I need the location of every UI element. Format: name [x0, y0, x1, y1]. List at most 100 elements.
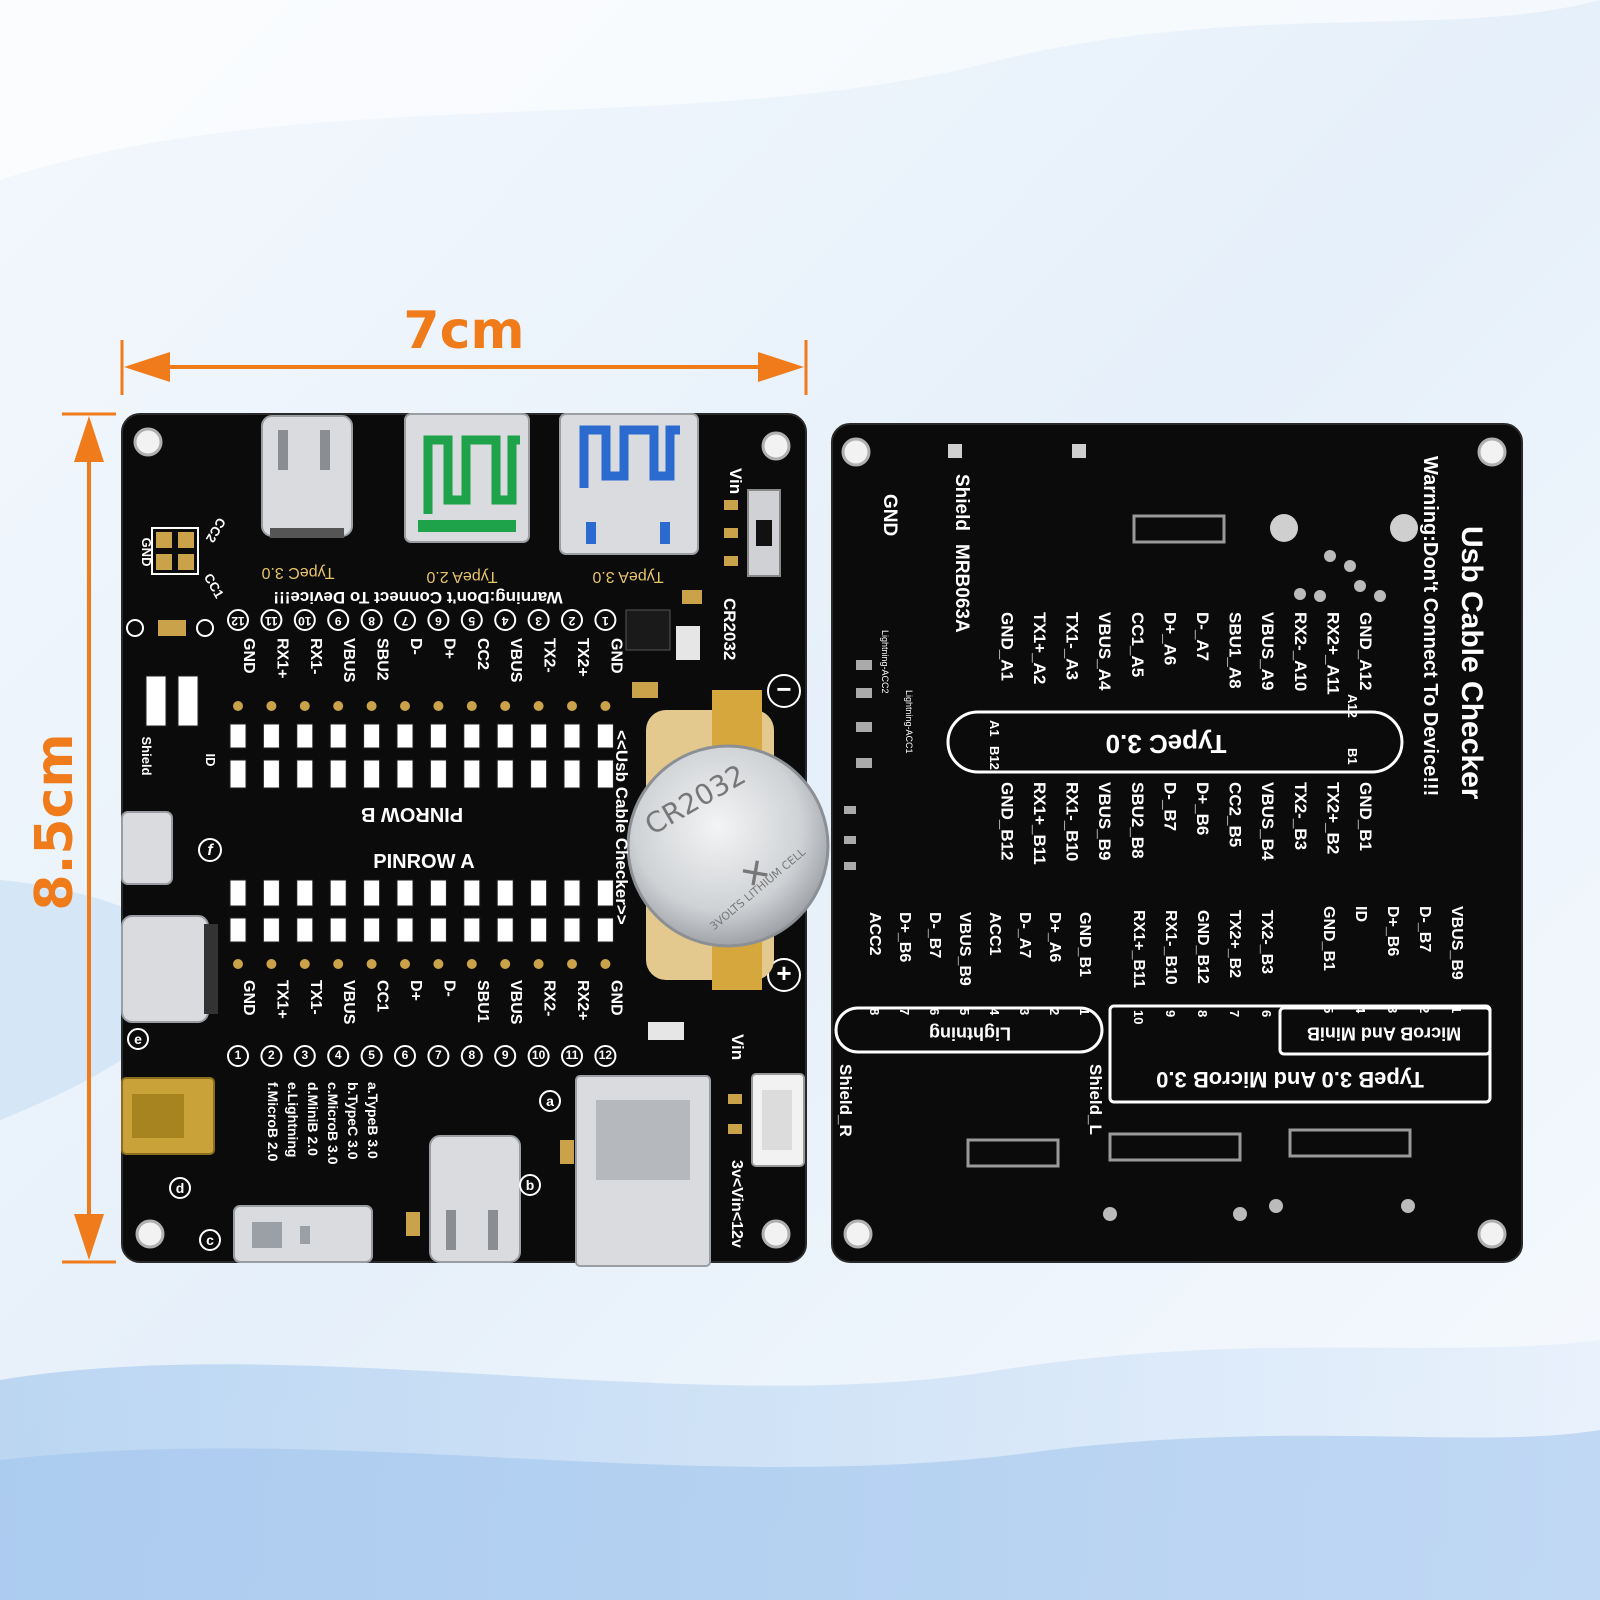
pin-number-ring	[427, 1045, 450, 1067]
pinrow-b-pin-label: VBUS	[340, 638, 357, 683]
pin-test-pad[interactable]	[500, 701, 511, 711]
pinrow-a-number: 1	[235, 1048, 242, 1062]
pin-led	[496, 917, 514, 943]
typeb-pin-label: RX1-_B10	[1162, 910, 1179, 985]
pin-number-ring	[293, 1045, 316, 1067]
pin-number-ring	[227, 609, 249, 631]
pin-test-pad[interactable]	[567, 959, 577, 969]
pin-number-ring	[460, 1045, 483, 1067]
pin-number-ring	[427, 609, 450, 631]
pin-led	[396, 917, 414, 943]
pin-test-pad[interactable]	[366, 701, 377, 711]
pinrow-a-pin-label: GND	[240, 980, 257, 1016]
typec-b-pin-label: TX2-_B3	[1291, 782, 1310, 850]
pin-test-pad[interactable]	[433, 959, 444, 969]
pin-test-pad[interactable]	[466, 701, 477, 711]
pin-test-pad[interactable]	[400, 959, 410, 969]
pin-test-pad[interactable]	[266, 959, 277, 969]
marker-d: d	[176, 1180, 185, 1196]
pin-test-pad[interactable]	[366, 959, 377, 969]
connector-label-typea2: TypeA 2.0	[426, 568, 497, 585]
pin-led	[363, 759, 381, 789]
pin-test-pad[interactable]	[299, 959, 310, 969]
pin-led	[396, 723, 414, 749]
pin-test-pad[interactable]	[567, 701, 577, 711]
pin-led	[296, 917, 314, 943]
typec-b-pin-label: VBUS_B9	[1095, 782, 1114, 860]
pin-test-pad[interactable]	[299, 701, 310, 711]
marker-b: b	[526, 1177, 535, 1193]
lightning-pin-number: 8	[867, 1008, 882, 1015]
pinrow-b-pin-label: TX2+	[574, 638, 591, 677]
usb-c-port-top[interactable]	[261, 415, 353, 538]
lightning-pins: GND_B11D+_A62D-_A73ACC14VBUS_B95D-_B76D+…	[866, 912, 1093, 1016]
mount-hole	[1477, 1219, 1507, 1249]
marker-e: e	[134, 1031, 142, 1047]
marker-a: a	[546, 1093, 554, 1109]
marker-a-circle	[539, 1090, 561, 1112]
typec-b-pin-label: VBUS_B4	[1258, 782, 1277, 861]
lightning-port[interactable]	[121, 915, 218, 1023]
lightning-pin-number: 3	[1017, 1008, 1032, 1015]
pin-test-pad[interactable]	[333, 701, 344, 711]
pin-test-pad[interactable]	[500, 959, 511, 969]
pin-test-pad[interactable]	[333, 959, 344, 969]
pin-test-pad[interactable]	[233, 701, 243, 711]
micro-usb-3-port[interactable]	[233, 1205, 373, 1263]
pinrow-b-number: 4	[502, 614, 509, 628]
legend-entry: d.MiniB 2.0	[305, 1082, 321, 1156]
pin-test-pad[interactable]	[600, 959, 611, 969]
microb-pin-number: 3	[1385, 1006, 1400, 1013]
back-warning: Warning:Don't Connect To Device!!!	[1419, 456, 1441, 796]
pin-number-ring	[594, 609, 617, 631]
typeb-pin-label: TX2+_B2	[1226, 910, 1243, 978]
pin-test-pad[interactable]	[533, 701, 544, 711]
lightning-pin-number: 7	[897, 1008, 912, 1015]
pin-led	[496, 759, 514, 789]
vin-jst-connector[interactable]	[728, 1073, 805, 1167]
smd-cap	[406, 1212, 420, 1236]
pin-test-pad[interactable]	[400, 701, 410, 711]
pin-test-pad[interactable]	[266, 701, 277, 711]
typec-b-pin-label: CC2_B5	[1226, 782, 1245, 847]
pin-led	[463, 879, 481, 907]
pin-test-pad[interactable]	[233, 959, 243, 969]
pin-led	[463, 723, 481, 749]
pin-number-ring	[494, 609, 517, 631]
micro-usb-2-port[interactable]	[121, 811, 173, 885]
typec-tag-b12: B12	[987, 746, 1002, 770]
typec-b-pin-label: SBU2_B8	[1128, 782, 1147, 859]
pin-number-ring	[594, 1045, 617, 1067]
pin-test-pad[interactable]	[433, 701, 444, 711]
pinrow-b-number: 7	[401, 614, 408, 628]
pin-test-pad[interactable]	[466, 959, 477, 969]
back-title: Usb Cable Checker	[1455, 526, 1488, 800]
shield-label: Shield	[139, 736, 154, 775]
legend-entry: b.TypeC 3.0	[345, 1082, 361, 1160]
typec-group-label: TypeC 3.0	[1106, 729, 1227, 759]
pin-led	[329, 917, 347, 943]
smd-parts	[625, 590, 702, 698]
pin-led	[429, 879, 447, 907]
lightning-pin-label: D-_B7	[926, 912, 943, 958]
typeb-pin-label: GND_B12	[1194, 910, 1211, 984]
mini-usb-port[interactable]	[121, 1077, 215, 1155]
lightning-pin-label: ACC2	[866, 912, 883, 956]
pin-led	[429, 759, 447, 789]
pin-test-pad[interactable]	[533, 959, 544, 969]
marker-f: f	[207, 842, 214, 859]
pin-led	[563, 879, 581, 907]
usb-a-2-port[interactable]	[404, 413, 530, 543]
marker-c: c	[206, 1232, 214, 1248]
pin-test-pad[interactable]	[600, 701, 611, 711]
lightning-pin-label: D-_A7	[1016, 912, 1033, 958]
marker-b-circle	[519, 1174, 541, 1196]
usb-a-3-port[interactable]	[559, 413, 699, 555]
usb-c-port-bottom[interactable]	[429, 1135, 521, 1263]
pin-led	[363, 879, 381, 907]
pin-number-ring	[394, 609, 416, 631]
power-switch[interactable]	[724, 489, 781, 577]
usb-b-3-port[interactable]	[575, 1075, 711, 1267]
legend-entry: c.MicroB 3.0	[325, 1082, 341, 1165]
